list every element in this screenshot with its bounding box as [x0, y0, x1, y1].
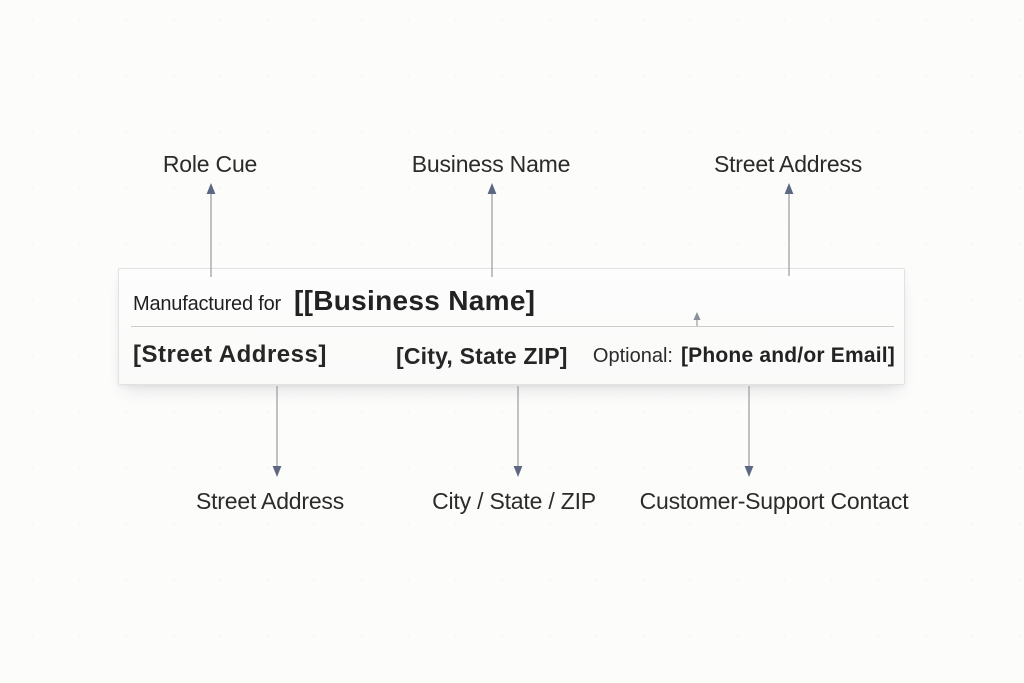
callout-label-customer-support-contact: Customer-Support Contact: [639, 488, 909, 514]
arrow-city-state-zip: [513, 386, 523, 477]
callout-label-business-name: Business Name: [411, 151, 571, 177]
arrow-street-address-bottom: [272, 386, 282, 477]
city-state-zip-placeholder: [City, State ZIP]: [396, 343, 568, 369]
optional-prefix-text: Optional:: [592, 345, 673, 367]
arrow-customer-support: [744, 386, 754, 477]
label-panel-card: Manufactured for [[Business Name] [Stree…: [118, 268, 905, 385]
arrow-role-cue: [206, 183, 216, 277]
card-row-business: Manufactured for [[Business Name]: [133, 285, 535, 317]
callout-label-city-state-zip: City / State / ZIP: [432, 488, 596, 514]
business-name-placeholder: [[Business Name]: [294, 285, 536, 316]
role-cue-text: Manufactured for: [133, 293, 281, 315]
contact-placeholder: [Phone and/or Email]: [680, 344, 895, 367]
optional-contact-group: Optional: [Phone and/or Email]: [593, 344, 895, 368]
callout-label-role-cue: Role Cue: [162, 151, 258, 177]
arrow-street-address-top: [784, 183, 794, 276]
card-divider: [131, 326, 894, 327]
callout-label-street-address-top: Street Address: [713, 151, 863, 177]
street-address-placeholder: [Street Address]: [133, 341, 327, 368]
callout-label-street-address-bottom: Street Address: [195, 488, 345, 514]
arrow-business-name: [487, 183, 497, 277]
